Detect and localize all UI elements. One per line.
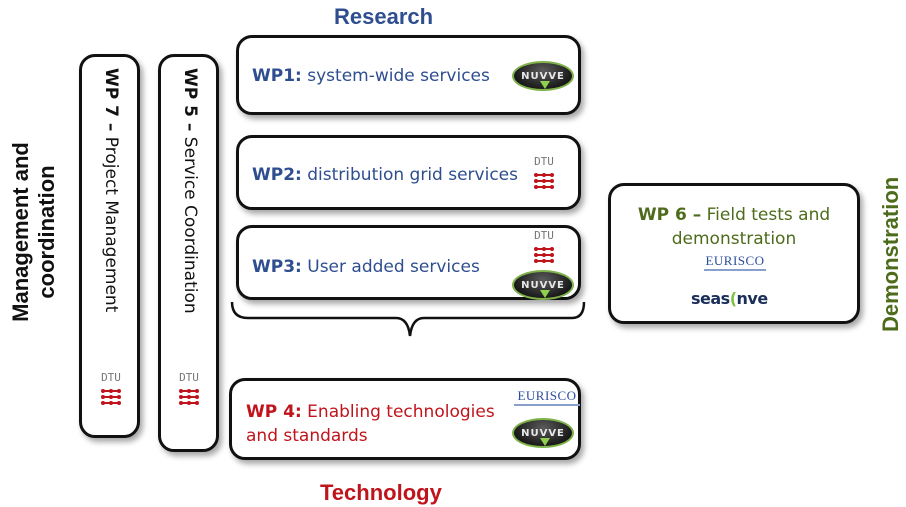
dtu-mark-icon xyxy=(534,173,554,189)
nuvve-triangle-icon xyxy=(540,81,550,89)
dtu-logo-wp7: DTU xyxy=(96,372,126,416)
wp4-box xyxy=(229,378,581,460)
dtu-logo-wp5: DTU xyxy=(174,372,204,416)
dtu-logo-wp2: DTU xyxy=(529,156,559,200)
eurisco-underline xyxy=(514,404,580,406)
wp6-box xyxy=(608,183,860,324)
research-heading: Research xyxy=(334,4,434,29)
dtu-logo-text: DTU xyxy=(179,371,199,384)
dtu-mark-icon xyxy=(534,247,554,263)
wp7-code: WP 7 – xyxy=(101,68,121,132)
wp3-label: WP3: User added services xyxy=(252,257,480,277)
demonstration-heading: Demonstration xyxy=(878,176,903,332)
dtu-logo-text: DTU xyxy=(534,229,554,242)
research-brace xyxy=(230,301,586,337)
wp2-code: WP2: xyxy=(252,165,302,185)
wp2-box xyxy=(236,135,581,210)
nuvve-logo-text: NUVVE xyxy=(521,427,565,439)
wp6-title-line1: Field tests and xyxy=(706,205,831,225)
wp6-label: WP 6 – Field tests and demonstration xyxy=(612,203,856,251)
seas-logo-suffix: nve xyxy=(736,289,769,308)
wp4-code: WP 4: xyxy=(246,402,302,422)
wp4-title-line1: Enabling technologies xyxy=(307,402,495,422)
wp5-code: WP 5 – xyxy=(180,68,200,132)
wp6-code: WP 6 – xyxy=(637,205,702,225)
wp5-title: Service Coordination xyxy=(180,136,200,314)
eurisco-logo-wp4: EURISCO xyxy=(514,389,580,406)
wp2-title: distribution grid services xyxy=(307,165,518,185)
eurisco-logo-text: EURISCO xyxy=(705,253,765,268)
wp7-label: WP 7 – Project Management xyxy=(101,68,121,312)
wp7-title: Project Management xyxy=(101,136,121,313)
wp3-title: User added services xyxy=(307,257,480,277)
nuvve-logo-wp4: NUVVE xyxy=(512,418,574,448)
eurisco-logo-wp6: EURISCO xyxy=(704,254,766,271)
wp5-label: WP 5 – Service Coordination xyxy=(180,68,200,314)
nuvve-logo-text: NUVVE xyxy=(521,279,565,291)
dtu-mark-icon xyxy=(101,389,121,405)
wp5-box xyxy=(158,54,219,452)
nuvve-triangle-icon xyxy=(540,438,550,446)
nuvve-triangle-icon xyxy=(540,290,550,298)
wp4-title-line2: and standards xyxy=(246,426,368,446)
eurisco-underline xyxy=(704,269,766,271)
dtu-logo-wp3: DTU xyxy=(529,230,559,274)
wp1-label: WP1: system-wide services xyxy=(252,66,490,86)
wp4-label: WP 4: Enabling technologies and standard… xyxy=(246,400,495,448)
eurisco-logo-text: EURISCO xyxy=(517,388,577,403)
seas-logo-c: ( xyxy=(729,289,737,308)
dtu-logo-text: DTU xyxy=(101,371,121,384)
wp2-label: WP2: distribution grid services xyxy=(252,165,518,185)
wp7-box xyxy=(79,54,140,438)
management-heading: Management and coordination xyxy=(8,102,60,362)
dtu-logo-text: DTU xyxy=(534,155,554,168)
technology-heading: Technology xyxy=(320,480,442,505)
wp6-title-line2: demonstration xyxy=(671,229,797,249)
wp3-code: WP3: xyxy=(252,257,302,277)
wp1-code: WP1: xyxy=(252,66,302,86)
nuvve-logo-wp1: NUVVE xyxy=(512,61,574,91)
dtu-mark-icon xyxy=(179,389,199,405)
wp1-title: system-wide services xyxy=(307,66,490,86)
management-heading-text: Management and coordination xyxy=(8,142,59,322)
nuvve-logo-wp3: NUVVE xyxy=(512,270,574,300)
seas-nve-logo: seas(nve xyxy=(691,289,768,308)
seas-logo-prefix: seas xyxy=(691,289,730,308)
nuvve-logo-text: NUVVE xyxy=(521,70,565,82)
